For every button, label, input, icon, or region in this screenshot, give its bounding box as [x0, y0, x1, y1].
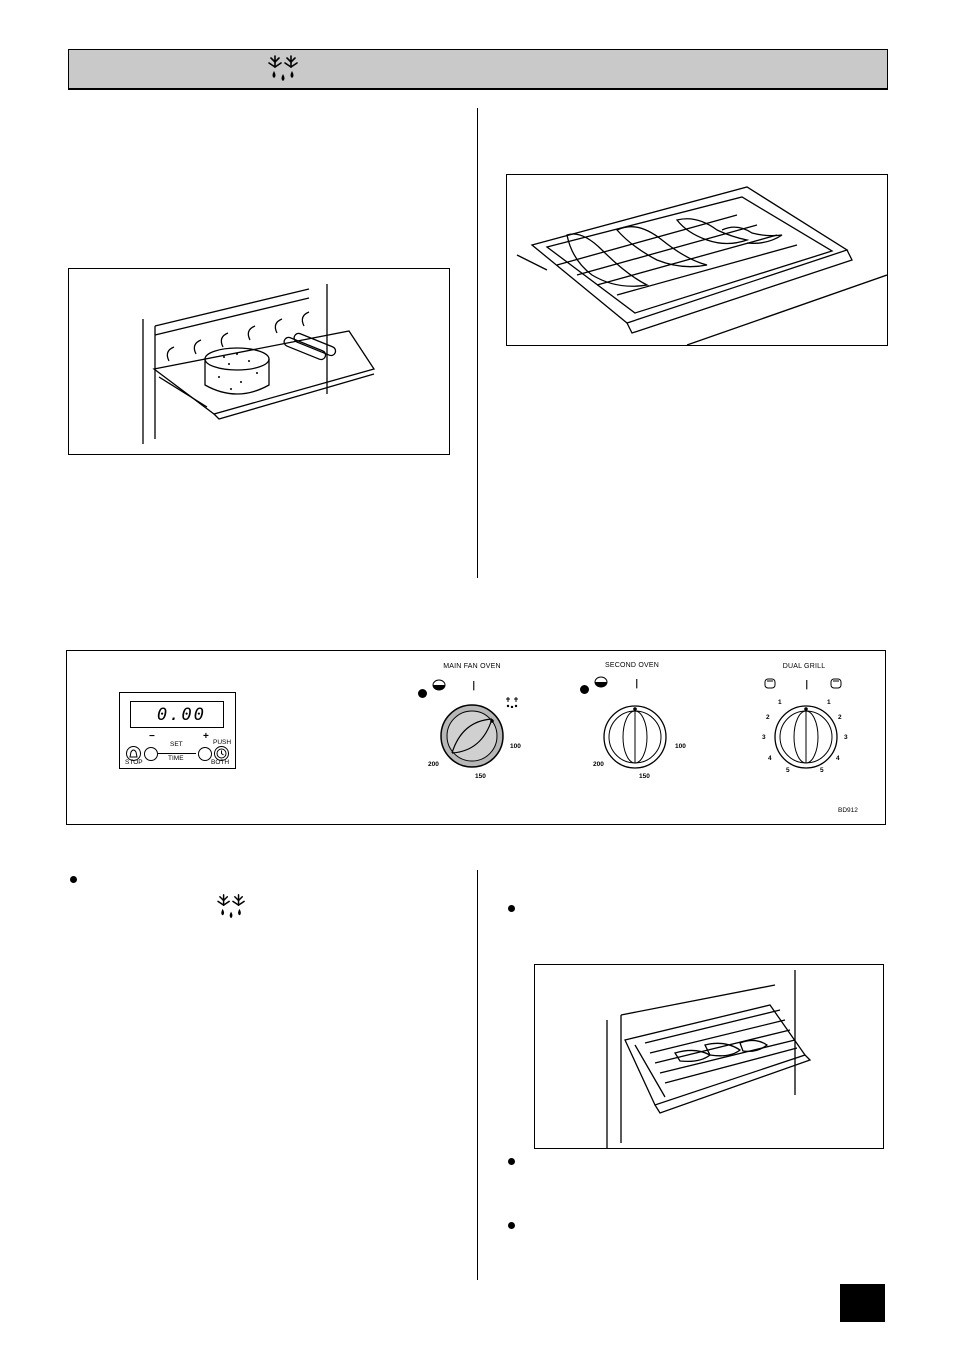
bullet-point-1	[70, 876, 77, 883]
timer-both-label: BOTH	[211, 759, 230, 766]
column-divider-bottom	[477, 870, 478, 1280]
defrost-icon	[268, 55, 298, 81]
second-oven-indicator-light	[580, 685, 589, 694]
grill-left-icon	[764, 678, 776, 689]
control-panel-diagram: 0.00 − + SET TIME PUSH STOP BOTH MAIN FA…	[66, 650, 886, 825]
second-oven-symbol-icon	[594, 676, 608, 688]
section-header-bar	[68, 49, 888, 90]
timer-set-label: SET	[170, 741, 183, 748]
main-oven-symbol-icon	[432, 679, 446, 691]
timer-time-label: TIME	[168, 755, 184, 762]
bullet-point-3	[508, 1158, 515, 1165]
timer-divider-line	[158, 753, 196, 754]
illustration-fish-grill	[506, 174, 888, 346]
timer-minus-label: −	[149, 731, 155, 742]
main-oven-off-mark: ❘	[470, 680, 478, 690]
clock-icon	[216, 748, 227, 759]
illustration-cake-tray	[68, 268, 450, 455]
grill-left-mark-1: 1	[778, 699, 782, 706]
grill-right-mark-2: 2	[838, 714, 842, 721]
bullet-point-4	[508, 1222, 515, 1229]
column-divider-top	[477, 108, 478, 578]
timer-plus-button[interactable]	[198, 747, 212, 761]
main-fan-oven-knob[interactable]	[437, 701, 507, 776]
grill-right-mark-1: 1	[827, 699, 831, 706]
timer-push-label: PUSH	[213, 739, 232, 746]
second-oven-mark-150: 150	[639, 773, 650, 780]
page-number-box	[840, 1284, 885, 1322]
second-oven-label: SECOND OVEN	[605, 662, 659, 669]
defrost-icon-inline	[217, 894, 245, 919]
dual-grill-label: DUAL GRILL	[782, 663, 826, 670]
timer-display: 0.00	[130, 701, 224, 728]
second-oven-knob[interactable]	[601, 703, 669, 776]
second-oven-off-mark: ❘	[633, 678, 641, 688]
grill-right-icon	[830, 678, 842, 689]
grill-right-mark-5: 5	[820, 767, 824, 774]
timer-unit: 0.00 − + SET TIME PUSH STOP BOTH	[119, 692, 236, 769]
grill-left-mark-4: 4	[768, 755, 772, 762]
diagram-code: BD912	[838, 807, 858, 814]
second-oven-mark-100: 100	[675, 743, 686, 750]
timer-push-button[interactable]	[214, 746, 229, 761]
grill-right-mark-4: 4	[836, 755, 840, 762]
timer-display-value: 0.00	[157, 705, 206, 725]
grill-left-mark-3: 3	[762, 734, 766, 741]
grill-right-mark-3: 3	[844, 734, 848, 741]
bell-icon	[129, 749, 138, 758]
grill-left-mark-2: 2	[766, 714, 770, 721]
timer-stop-button[interactable]	[126, 746, 141, 761]
timer-minus-button[interactable]	[144, 747, 158, 761]
second-oven-mark-200: 200	[593, 761, 604, 768]
illustration-grill-pan-oven	[534, 964, 884, 1149]
bullet-point-2	[508, 905, 515, 912]
main-oven-mark-150: 150	[475, 773, 486, 780]
main-fan-oven-indicator-light	[418, 689, 427, 698]
timer-plus-label: +	[203, 731, 209, 742]
dual-grill-off-mark: ❘	[803, 679, 811, 689]
grill-left-mark-5: 5	[786, 767, 790, 774]
main-oven-mark-200: 200	[428, 761, 439, 768]
timer-stop-label: STOP	[125, 759, 143, 766]
main-oven-mark-100: 100	[510, 743, 521, 750]
dual-grill-knob[interactable]	[772, 703, 840, 776]
main-fan-oven-label: MAIN FAN OVEN	[443, 663, 501, 670]
defrost-small-icon	[506, 697, 518, 708]
